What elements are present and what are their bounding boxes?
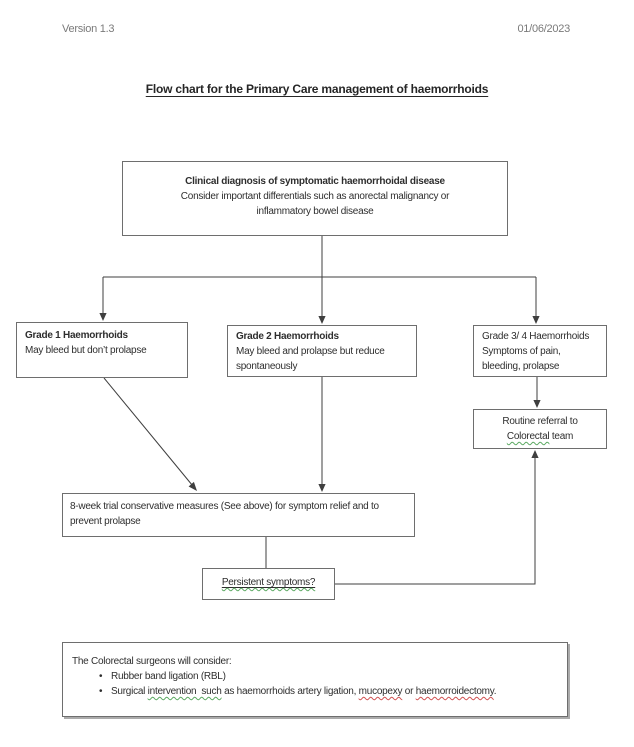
arrowhead-grade2 xyxy=(318,316,326,324)
bullet-item-rbl: • Rubber band ligation (RBL) xyxy=(72,669,557,684)
clinical-diagnosis-heading: Clinical diagnosis of symptomatic haemor… xyxy=(185,176,445,187)
grade2-description-line2: spontaneously xyxy=(236,361,298,372)
bullet-rbl-text: Rubber band ligation (RBL) xyxy=(111,671,226,682)
persistent-symptoms-box: Persistent symptoms? xyxy=(202,568,335,600)
grade34-heading: Grade 3/ 4 Haemorrhoids xyxy=(482,331,590,342)
mucopexy-flagged-word: mucopexy xyxy=(358,686,403,697)
grade1-description: May bleed but don’t prolapse xyxy=(25,345,147,356)
version-label: Version 1.3 xyxy=(62,23,115,35)
page-header: Version 1.3 01/06/2023 xyxy=(0,22,634,37)
routine-referral-line2: Colorectal team xyxy=(506,431,574,442)
grade2-heading: Grade 2 Haemorrhoids xyxy=(236,331,339,342)
colorectal-surgeons-box: The Colorectal surgeons will consider: •… xyxy=(62,642,568,717)
conservative-measures-line2: prevent prolapse xyxy=(70,516,141,527)
arrowhead-grade1 xyxy=(99,313,107,321)
routine-referral-box: Routine referral to Colorectal team xyxy=(473,409,607,449)
grade1-box: Grade 1 Haemorrhoids May bleed but don’t… xyxy=(16,322,188,378)
colorectal-surgeons-intro: The Colorectal surgeons will consider: xyxy=(72,656,232,667)
arrowhead-routine-top xyxy=(533,400,541,408)
arrowhead-8week-diagonal xyxy=(188,481,197,491)
arrowhead-grade34 xyxy=(532,316,540,324)
clinical-diagnosis-line2: Consider important differentials such as… xyxy=(180,191,450,202)
intervention-flagged-phrase: intervention such xyxy=(147,686,222,697)
bullet-item-surgical: • Surgical intervention such as haemorrh… xyxy=(72,684,557,699)
colorectal-flagged-word: Colorectal xyxy=(506,431,550,442)
clinical-diagnosis-line3: inflammatory bowel disease xyxy=(256,206,374,217)
conservative-measures-line1: 8-week trial conservative measures (See … xyxy=(70,501,379,512)
haemorroidectomy-flagged-word: haemorroidectomy xyxy=(415,686,494,697)
grade34-box: Grade 3/ 4 Haemorrhoids Symptoms of pain… xyxy=(473,325,607,377)
connector-grade1-to-8week xyxy=(103,377,193,486)
conservative-measures-box: 8-week trial conservative measures (See … xyxy=(62,493,415,537)
page-title: Flow chart for the Primary Care manageme… xyxy=(145,82,489,96)
grade2-description-line1: May bleed and prolapse but reduce xyxy=(236,346,385,357)
arrowhead-8week-vertical xyxy=(318,484,326,492)
grade34-description-line1: Symptoms of pain, xyxy=(482,346,561,357)
bullet-icon: • xyxy=(99,671,103,682)
bullet-icon: • xyxy=(99,686,103,697)
grade34-description-line2: bleeding, prolapse xyxy=(482,361,560,372)
arrowhead-routine-bottom xyxy=(531,450,539,458)
grade1-heading: Grade 1 Haemorrhoids xyxy=(25,330,128,341)
bullet-surgical-text: Surgical intervention such as haemorrhoi… xyxy=(111,686,497,697)
connector-persistent-to-routine xyxy=(335,457,536,585)
routine-referral-line1: Routine referral to xyxy=(502,416,578,427)
grade2-box: Grade 2 Haemorrhoids May bleed and prola… xyxy=(227,325,417,377)
clinical-diagnosis-box: Clinical diagnosis of symptomatic haemor… xyxy=(122,161,508,236)
date-label: 01/06/2023 xyxy=(517,23,570,35)
persistent-symptoms-question: Persistent symptoms? xyxy=(221,577,316,588)
